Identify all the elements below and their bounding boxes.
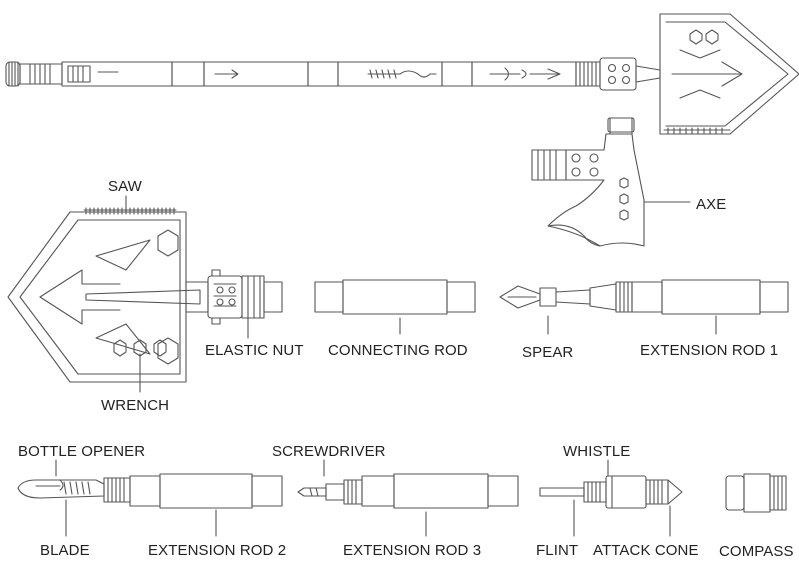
axe-part [531, 117, 691, 247]
label-saw: SAW [108, 178, 142, 195]
label-compass: COMPASS [719, 543, 794, 560]
label-elastic-nut: ELASTIC NUT [205, 342, 304, 359]
label-bottle-opener: BOTTLE OPENER [18, 443, 146, 460]
label-connecting-rod: CONNECTING ROD [328, 342, 468, 359]
shovel-head [7, 195, 283, 393]
label-blade: BLADE [40, 542, 90, 559]
blade-and-rod-2 [17, 459, 283, 537]
label-screwdriver: SCREWDRIVER [272, 443, 386, 460]
label-attack-cone: ATTACK CONE [593, 542, 699, 559]
label-extension-rod-3: EXTENSION ROD 3 [343, 542, 482, 559]
label-extension-rod-2: EXTENSION ROD 2 [148, 542, 287, 559]
label-whistle: WHISTLE [563, 443, 631, 460]
flint-whistle-cone [539, 459, 683, 537]
label-flint: FLINT [536, 542, 579, 559]
screwdriver-and-rod-3 [297, 459, 519, 537]
label-axe: AXE [696, 196, 727, 213]
assembled-tool [5, 13, 799, 135]
connecting-rod [314, 279, 476, 335]
label-extension-rod-1: EXTENSION ROD 1 [640, 342, 779, 359]
compass-part [725, 473, 787, 513]
label-wrench: WRENCH [101, 397, 170, 414]
spear-and-rod-1 [499, 279, 789, 335]
label-spear: SPEAR [522, 344, 574, 361]
